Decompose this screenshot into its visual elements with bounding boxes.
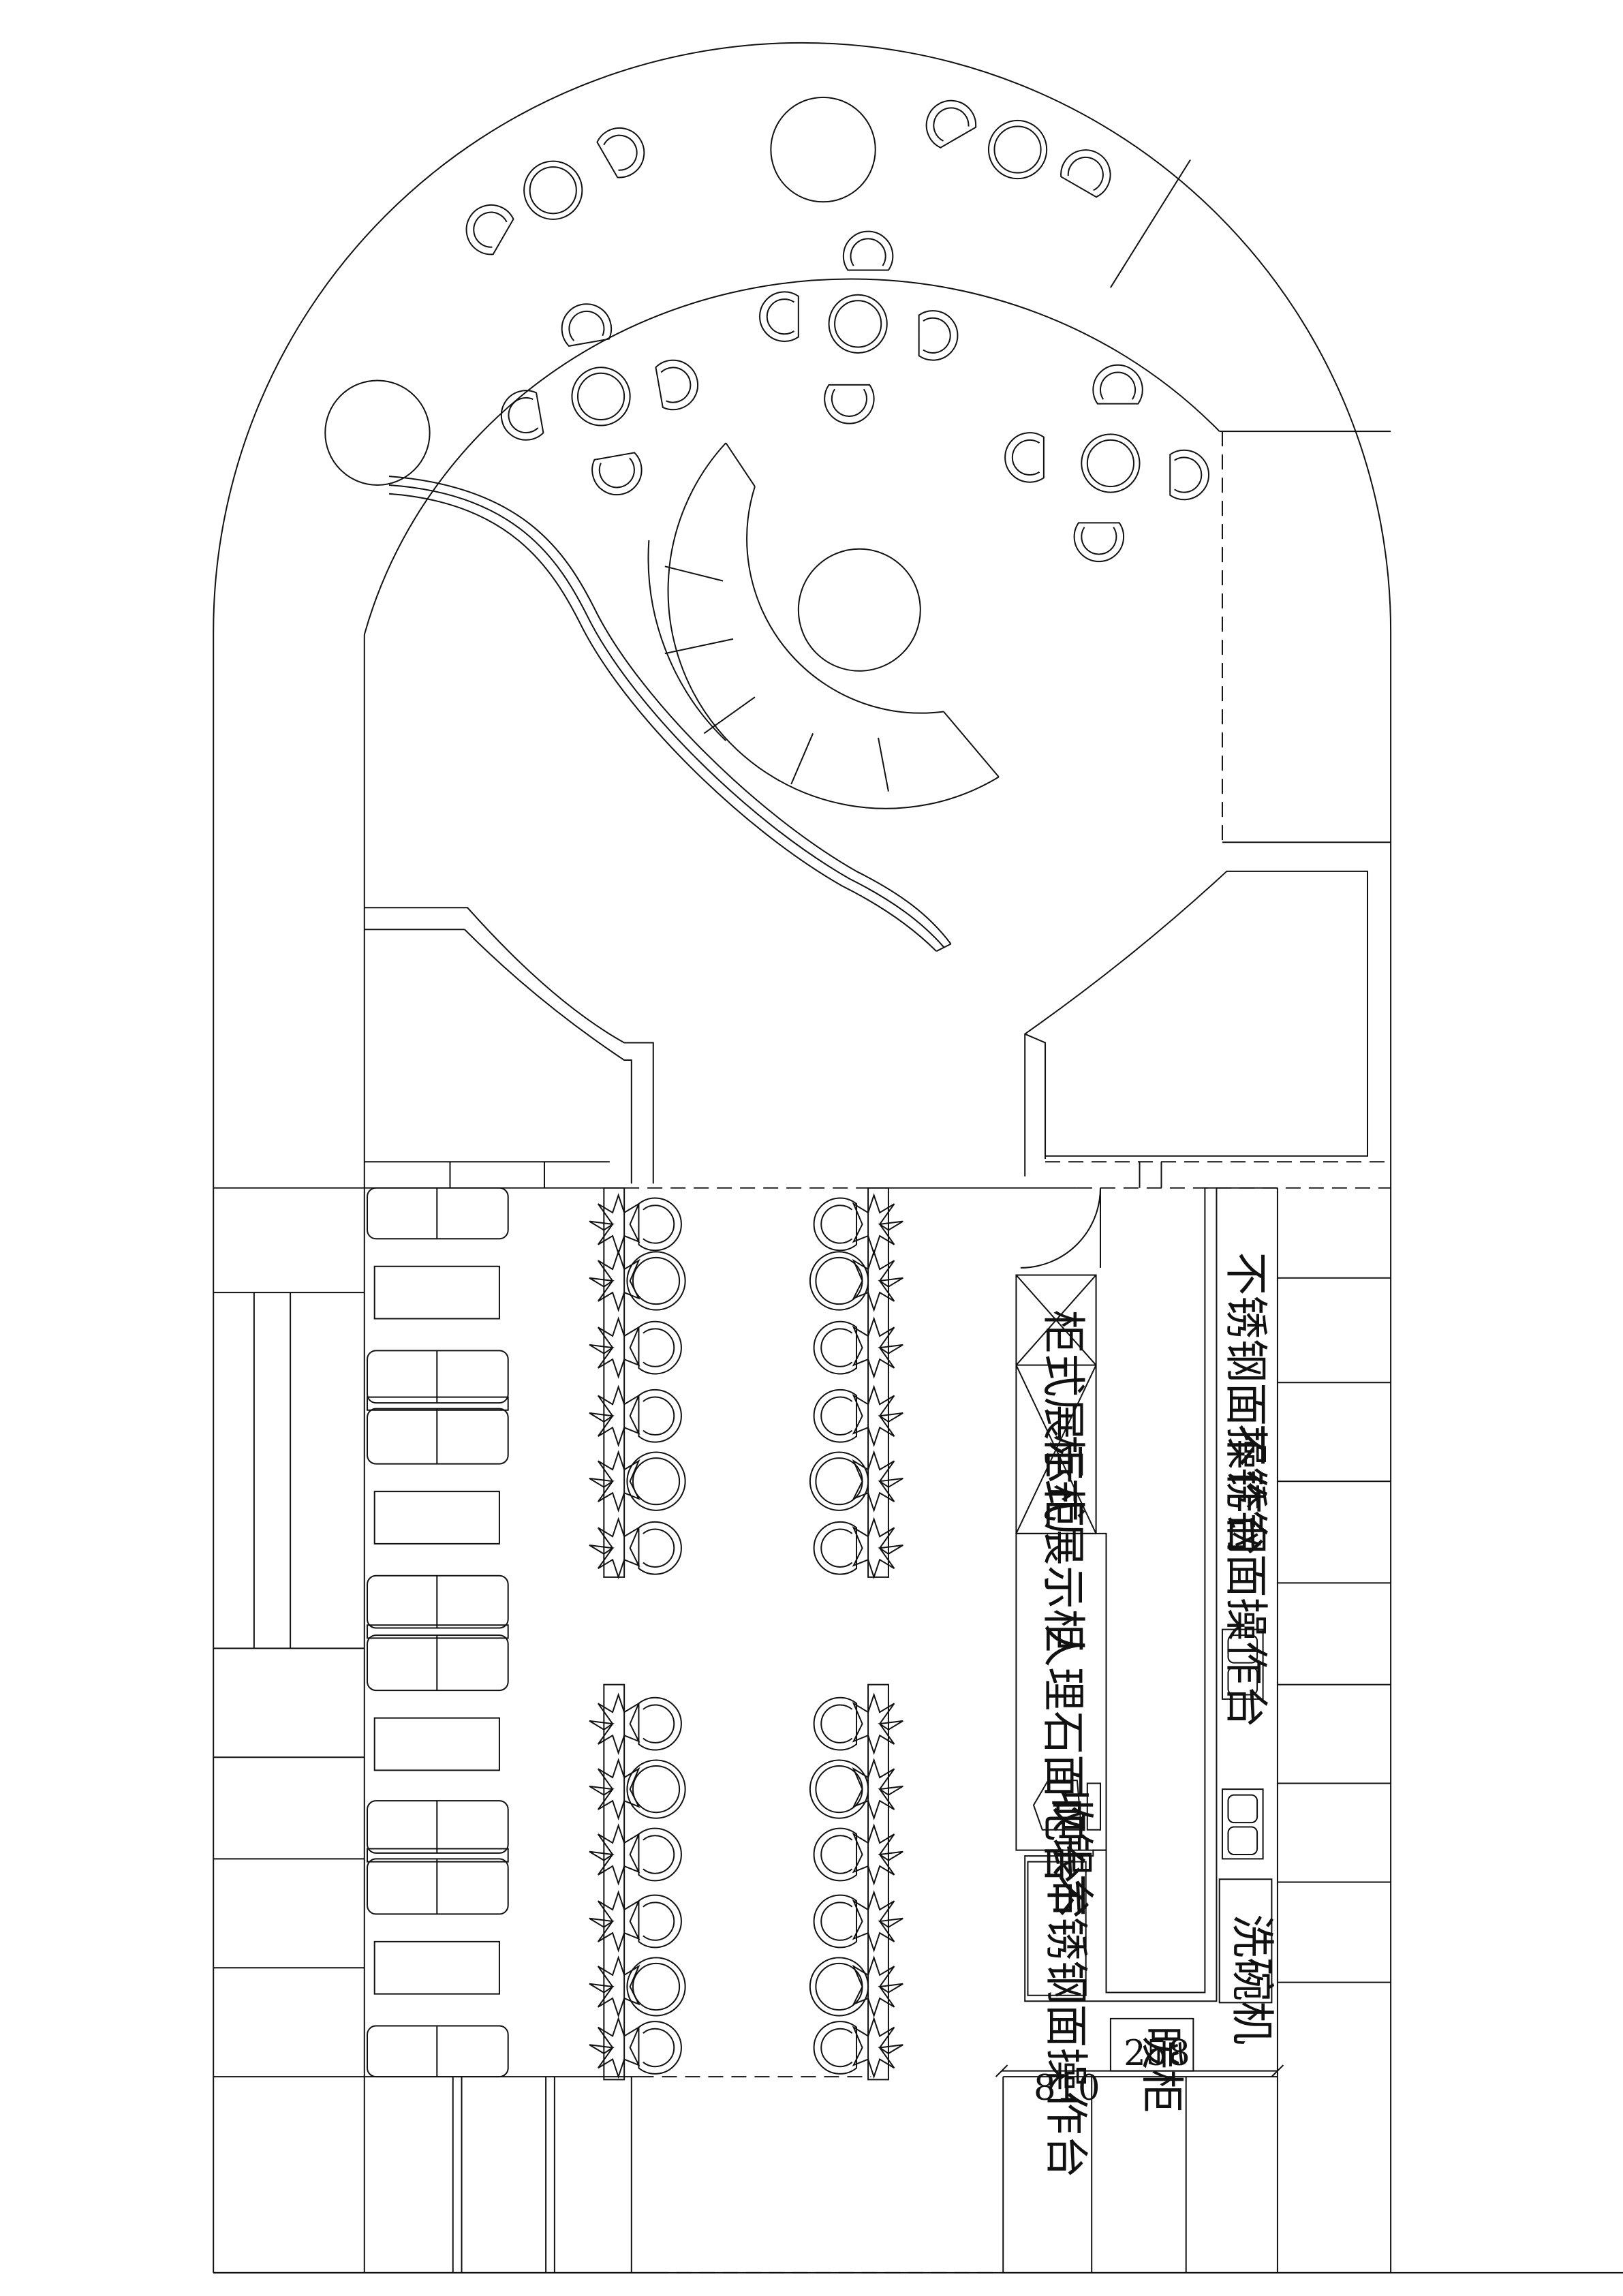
- label-cashier: 收银台: [1046, 1789, 1096, 1920]
- round-table: [829, 295, 887, 353]
- dimension-810: 810: [1034, 2068, 1100, 2109]
- round-table: [524, 161, 582, 219]
- planter: [854, 2019, 903, 2077]
- building-outline: [213, 43, 1623, 2273]
- round-table: [989, 121, 1047, 179]
- dining-rows: [604, 1188, 888, 2080]
- label-dishwasher: 洗碗机: [1226, 1914, 1276, 2045]
- planter: [589, 1892, 638, 1950]
- dining-chair: [814, 1829, 856, 1881]
- round-table: [810, 1252, 868, 1309]
- dining-chair: [814, 1322, 856, 1374]
- label-display-cabinet-2: 柜式展示柜: [1037, 1435, 1087, 1653]
- planter: [589, 1695, 638, 1753]
- dining-chair: [814, 1198, 856, 1251]
- dining-chair: [814, 2021, 856, 2074]
- planter: [589, 1957, 638, 2015]
- dining-chair: [638, 2021, 681, 2074]
- labels: 不锈钢面操作台 不锈钢面操作台 柜式展示柜 柜式展示柜 人理石面吧台 收银台 不…: [1034, 1252, 1276, 2178]
- chair: [919, 311, 958, 360]
- round-table: [810, 1453, 868, 1510]
- planter: [589, 1318, 638, 1376]
- planter: [854, 1825, 903, 1883]
- dining-chair: [638, 1390, 681, 1442]
- planter: [854, 1957, 903, 2015]
- planter: [854, 1318, 903, 1376]
- booths: [367, 1188, 508, 2077]
- dining-chair: [638, 1829, 681, 1881]
- planter: [589, 1195, 638, 1253]
- planter: [854, 1387, 903, 1445]
- planter: [589, 2019, 638, 2077]
- label-bar-counter: 人理石面吧台: [1037, 1624, 1087, 1885]
- planter: [589, 1760, 638, 1818]
- round-table: [1081, 434, 1139, 492]
- chair: [844, 232, 893, 270]
- planter: [854, 1760, 903, 1818]
- service-area: [996, 1188, 1391, 2077]
- upper-lounge: [325, 97, 1391, 1188]
- label-small-cabinet: 暖柜: [1136, 2026, 1186, 2113]
- round-table: [627, 1252, 685, 1309]
- round-table: [627, 1957, 685, 2015]
- chair: [1057, 141, 1119, 199]
- chair: [824, 385, 874, 424]
- planter: [854, 1519, 903, 1577]
- chair: [1093, 365, 1142, 404]
- label-display-cabinet-1: 柜式展示柜: [1037, 1310, 1087, 1528]
- dining-chair: [814, 1698, 856, 1750]
- label-prep-counter-1: 不锈钢面操作台: [1220, 1252, 1271, 1557]
- chair: [655, 356, 701, 412]
- lower-hall-walls: [213, 1162, 1391, 2273]
- chair: [595, 119, 653, 181]
- round-table: [572, 367, 630, 425]
- label-prep-counter-2: 不锈钢面操作台: [1220, 1423, 1271, 1728]
- planter: [854, 1892, 903, 1950]
- planter: [589, 1252, 638, 1309]
- planter: [854, 1695, 903, 1753]
- chair: [457, 196, 515, 258]
- dining-chair: [814, 1390, 856, 1442]
- dining-chair: [638, 1698, 681, 1750]
- dining-chair: [814, 1522, 856, 1574]
- chair: [1075, 523, 1124, 561]
- planter: [854, 1453, 903, 1510]
- planter: [589, 1519, 638, 1577]
- chair: [917, 91, 979, 149]
- planter: [589, 1453, 638, 1510]
- chair: [1005, 433, 1044, 482]
- planter: [589, 1387, 638, 1445]
- dining-chair: [638, 1522, 681, 1574]
- round-table: [810, 1957, 868, 2015]
- chair: [1170, 450, 1209, 499]
- planter: [854, 1252, 903, 1309]
- planter: [854, 1195, 903, 1253]
- label-sink-counter: 不锈钢面操作台: [1040, 1874, 1091, 2179]
- round-table: [627, 1760, 685, 1818]
- dimension-258: 258: [1124, 2034, 1190, 2074]
- chair: [590, 452, 645, 499]
- dining-chair: [814, 1895, 856, 1948]
- chair: [760, 292, 799, 341]
- dining-chair: [638, 1198, 681, 1251]
- planter: [589, 1825, 638, 1883]
- round-table: [627, 1453, 685, 1510]
- dining-seating: [589, 1195, 903, 2077]
- dining-chair: [638, 1322, 681, 1374]
- dining-chair: [638, 1895, 681, 1948]
- lounge-seating: [457, 91, 1209, 561]
- chair: [558, 300, 613, 347]
- round-table: [810, 1760, 868, 1818]
